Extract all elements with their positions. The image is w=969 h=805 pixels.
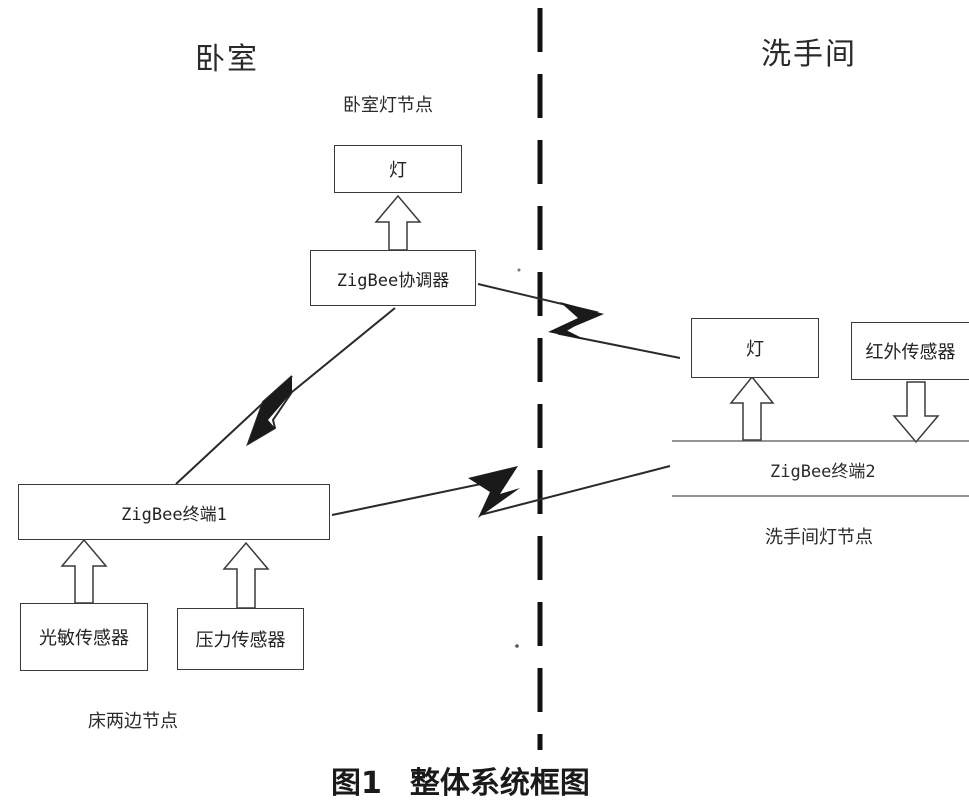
region-title-bathroom: 洗手间 — [761, 37, 857, 72]
light-sensor-box: 光敏传感器 — [20, 603, 148, 671]
zigbee-terminal1-box: ZigBee终端1 — [18, 484, 330, 540]
arrow-pressuresensor-to-terminal1 — [222, 541, 270, 609]
group-label-bedside-node: 床两边节点 — [88, 711, 178, 732]
group-label-bedroom-light-node: 卧室灯节点 — [343, 95, 433, 116]
group-label-bathroom-light-node: 洗手间灯节点 — [765, 527, 873, 548]
figure-number: 图1 — [331, 766, 382, 801]
wireless-bolt-terminal1-terminal2 — [468, 466, 520, 518]
bedroom-lamp-box: 灯 — [334, 145, 462, 193]
wireless-bolt-coordinator-bathroomlamp — [548, 302, 604, 340]
figure-caption: 图1 整体系统框图 — [331, 758, 590, 802]
scan-speck — [517, 268, 521, 272]
arrow-terminal2-to-lamp — [729, 375, 775, 441]
wireless-bolt-coordinator-terminal1 — [248, 376, 292, 444]
arrow-coordinator-to-lamp — [374, 194, 422, 251]
figure-title: 整体系统框图 — [409, 766, 590, 801]
arrow-lightsensor-to-terminal1 — [60, 538, 108, 604]
region-title-bedroom: 卧室 — [195, 42, 259, 77]
infrared-sensor-box: 红外传感器 — [851, 322, 969, 380]
bathroom-lamp-box: 灯 — [691, 318, 819, 378]
pressure-sensor-box: 压力传感器 — [177, 608, 304, 670]
zigbee-terminal2-label: ZigBee终端2 — [770, 462, 876, 482]
arrow-infrared-to-terminal2 — [892, 381, 940, 444]
zigbee-coordinator-box: ZigBee协调器 — [310, 250, 476, 306]
scan-speck — [515, 644, 519, 648]
